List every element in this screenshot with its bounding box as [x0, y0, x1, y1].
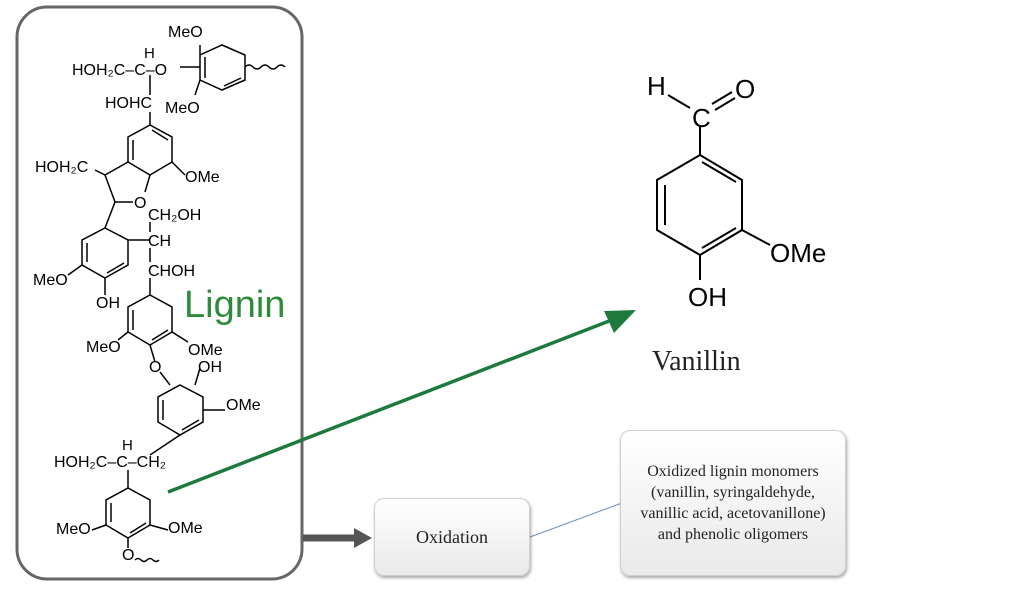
lignin-label: Lignin	[184, 284, 285, 326]
lignin-atom-meo: MeO	[33, 272, 68, 289]
lignin-atom-hoh2c: HOH₂C	[35, 159, 88, 176]
lignin-atom-h: H	[122, 437, 133, 454]
lignin-atom-meo: MeO	[168, 24, 203, 41]
lignin-atom-chain: HOH₂C–C–CH₂	[54, 454, 166, 471]
lignin-atom-chain: HOH₂C–C–O	[72, 62, 167, 79]
lignin-atom-ome: OMe	[226, 397, 261, 414]
lignin-atom-ome: OMe	[188, 342, 223, 359]
lignin-atom-meo: MeO	[86, 339, 121, 356]
lignin-atom-ch: CH	[148, 233, 171, 250]
lignin-atom-o: O	[134, 195, 146, 212]
lignin-atom-h: H	[144, 45, 155, 62]
conversion-arrow	[167, 314, 623, 494]
conversion-arrowhead	[604, 310, 636, 333]
oxidized-products-label: Oxidized lignin monomers (vanillin, syri…	[640, 463, 826, 543]
lignin-atom-oh: OH	[198, 359, 222, 376]
lignin-atom-o: O	[122, 547, 134, 564]
lignin-atom-o: O	[149, 359, 161, 376]
vanillin-structure	[656, 91, 771, 280]
vanillin-atom-oh: OH	[688, 282, 727, 312]
lignin-atom-hohc: HOHC	[105, 95, 152, 112]
vanillin-atom-o: O	[735, 74, 755, 104]
vanillin-atom-c: C	[692, 103, 711, 133]
lignin-atom-meo: MeO	[165, 100, 200, 117]
vanillin-name: Vanillin	[652, 346, 741, 377]
lignin-atom-meo: MeO	[56, 521, 91, 538]
vanillin-atom-ome: OMe	[770, 238, 826, 268]
lignin-structure	[67, 44, 286, 563]
lignin-panel	[15, 5, 304, 581]
oxidation-arrowhead	[354, 528, 372, 548]
lignin-atom-choh: CHOH	[148, 263, 195, 280]
lignin-atom-ome: OMe	[168, 520, 203, 537]
vanillin-atom-h: H	[647, 71, 666, 101]
connector-line	[529, 502, 623, 538]
lignin-atom-oh: OH	[96, 295, 120, 312]
oxidized-products-box: Oxidized lignin monomers (vanillin, syri…	[620, 430, 846, 576]
oxidation-step-box: Oxidation	[374, 498, 530, 576]
lignin-atom-ome: OMe	[185, 169, 220, 186]
oxidation-label: Oxidation	[416, 526, 488, 547]
lignin-atom-ch2oh: CH₂OH	[148, 207, 201, 224]
